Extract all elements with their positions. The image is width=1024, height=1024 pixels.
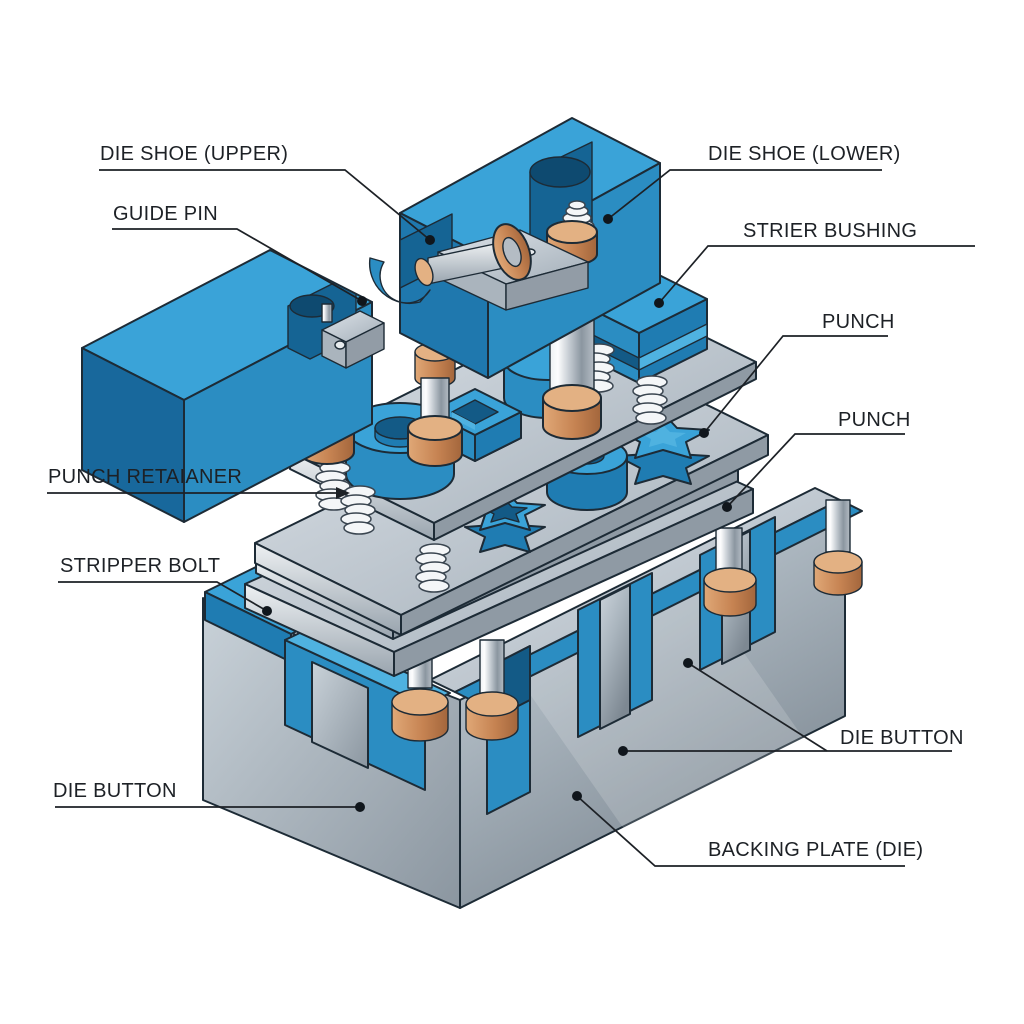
label-strier-bushing: STRIER BUSHING: [743, 220, 918, 242]
label-die-button-right: DIE BUTTON: [840, 727, 964, 749]
leader-endpoint-dots: [262, 214, 732, 812]
label-backing-plate: BACKING PLATE (DIE): [708, 839, 924, 861]
label-stripper-bolt: STRIPPER BOLT: [60, 555, 221, 577]
label-punch-retainer: PUNCH RETAIANER: [48, 466, 243, 488]
label-die-shoe-lower: DIE SHOE (LOWER): [708, 143, 901, 165]
guide-pin-assembly: [368, 223, 589, 311]
label-guide-pin: GUIDE PIN: [113, 203, 218, 225]
callout-leader-lines: [47, 169, 975, 867]
label-die-shoe-upper: DIE SHOE (UPPER): [100, 143, 289, 165]
label-die-button-left: DIE BUTTON: [53, 780, 177, 802]
die-shoe-upper-block: [81, 249, 385, 523]
label-punch-2: PUNCH: [838, 409, 911, 431]
label-punch-1: PUNCH: [822, 311, 895, 333]
